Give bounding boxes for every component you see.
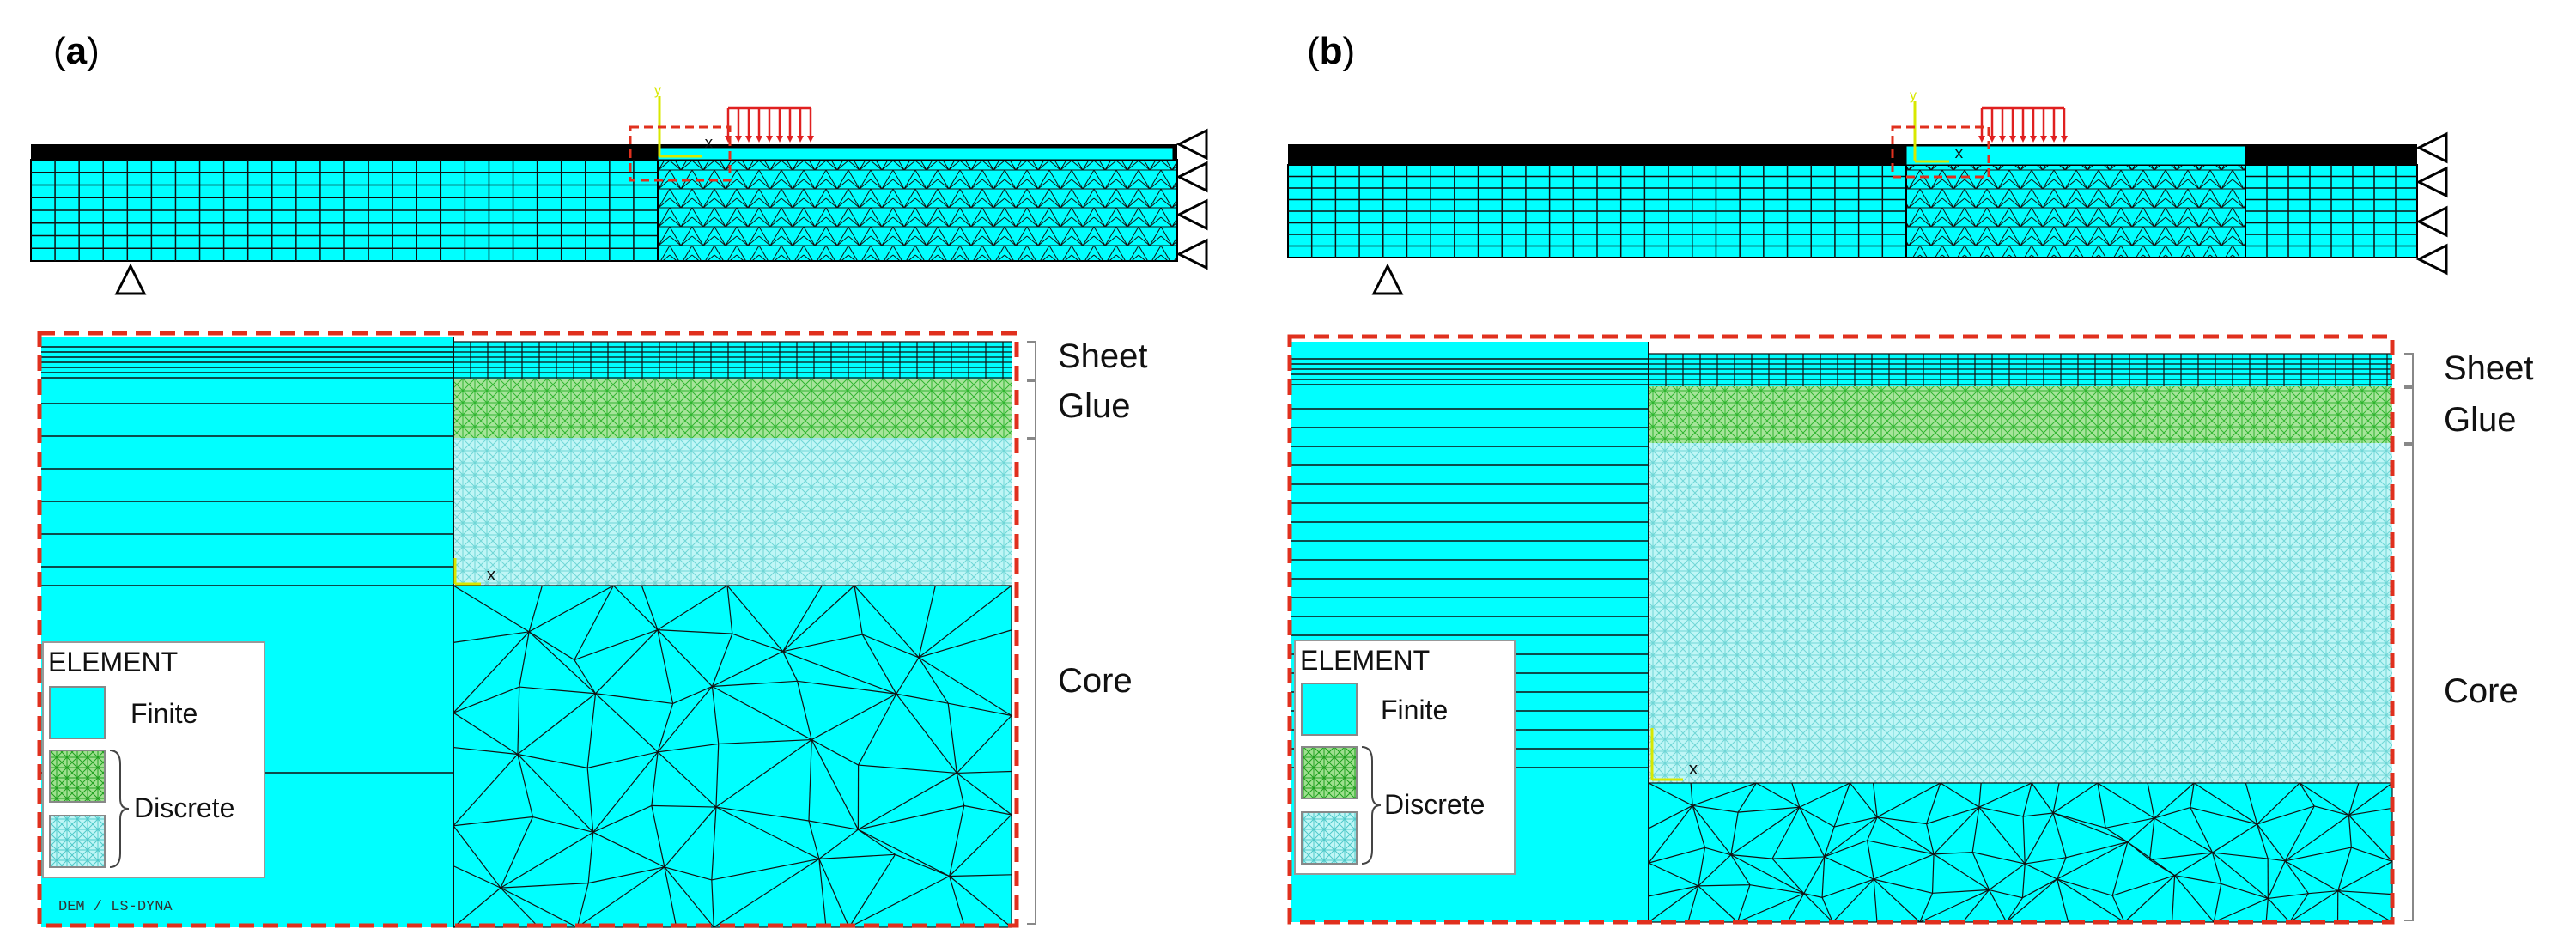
legend-b: ELEMENT Finite Discrete [1294,640,1516,875]
beam-discrete-region-a [657,159,1178,262]
core-discrete-a [453,438,1012,586]
layer-label-sheet: Sheet [2444,349,2534,387]
zoom-box-b [1891,125,1990,179]
legend-title: ELEMENT [1300,645,1430,676]
coordinate-axes-icon: x [1650,728,1698,781]
legend-label-discrete: Discrete [134,792,234,823]
panel-label-a: (a) [53,30,100,72]
layer-label-glue: Glue [2444,401,2517,439]
beam-sheet-cyan-b [1905,145,2246,166]
watermark: DEM / LS-DYNA [58,899,173,915]
zoom-detail-a: x ELEMENT Finite Discrete DEM / LS-DYNA … [37,331,1148,928]
legend-title: ELEMENT [48,647,178,677]
svg-text:y: y [654,83,661,98]
coordinate-axes-icon: x [453,558,496,586]
legend-swatch-finite [1301,683,1358,736]
support-triangle-icon [2415,205,2448,238]
legend-brace [109,750,130,868]
layer-brackets-a [1027,341,1036,925]
zoom-frame-a [37,331,1019,928]
legend-label-finite: Finite [131,698,197,729]
sheet-mesh-b [1648,353,2392,386]
support-triangle-icon [1176,238,1208,270]
legend-swatch-finite [49,686,106,739]
svg-text:x: x [704,136,714,153]
glue-discrete-b [1649,386,2392,443]
layer-label-sheet: Sheet [1058,337,1148,375]
support-triangle-icon [1371,263,1404,295]
legend-swatch-core [49,815,106,868]
support-triangle-icon [1176,198,1208,231]
layer-label-glue: Glue [1058,387,1131,425]
support-triangle-icon [1176,161,1208,193]
svg-text:y: y [1910,88,1917,103]
load-arrow-icon [1978,106,2068,143]
svg-text:x: x [1688,761,1698,780]
beam-overview-a: y x [30,83,1208,295]
legend-label-discrete: Discrete [1384,789,1485,820]
legend-a: ELEMENT Finite Discrete [42,641,265,878]
zoom-detail-b: x ELEMENT Finite Discrete Sheet Glue Cor… [1287,334,2534,925]
panel-label-b: (b) [1307,30,1355,72]
layer-label-core: Core [2444,672,2518,710]
coordinate-axes-icon: y x [1910,88,1964,163]
legend-swatch-glue [49,750,106,803]
core-discrete-b [1649,443,2392,783]
support-triangle-icon [114,263,147,295]
legend-label-finite: Finite [1381,695,1448,725]
zoom-box-a [629,125,732,182]
glue-discrete-a [453,379,1012,438]
roller-supports-b [2415,131,2448,276]
load-arrow-icon [725,106,814,143]
zoom-frame-b [1287,334,2395,925]
support-triangle-icon [2415,243,2448,276]
beam-core-grid-b [1288,165,2417,258]
beam-core-grid-a [31,160,658,261]
beam-sheet-cyan-a [657,147,1174,161]
legend-swatch-core [1301,811,1358,865]
beam-sheet-b [1288,144,2417,165]
legend-brace [1361,746,1382,865]
legend-swatch-glue [1301,746,1358,799]
support-triangle-icon [1176,128,1208,161]
layer-label-core: Core [1058,662,1133,700]
support-triangle-icon [2415,166,2448,198]
beam-discrete-region-b [1905,164,2246,258]
svg-text:x: x [486,567,496,586]
core-triangle-mesh-a [453,585,1012,928]
svg-text:x: x [1954,146,1964,163]
layer-brackets-b [2404,353,2414,921]
roller-supports-a [1176,128,1208,270]
support-triangle-icon [2415,131,2448,164]
beam-overview-b: y x [1287,88,2448,295]
